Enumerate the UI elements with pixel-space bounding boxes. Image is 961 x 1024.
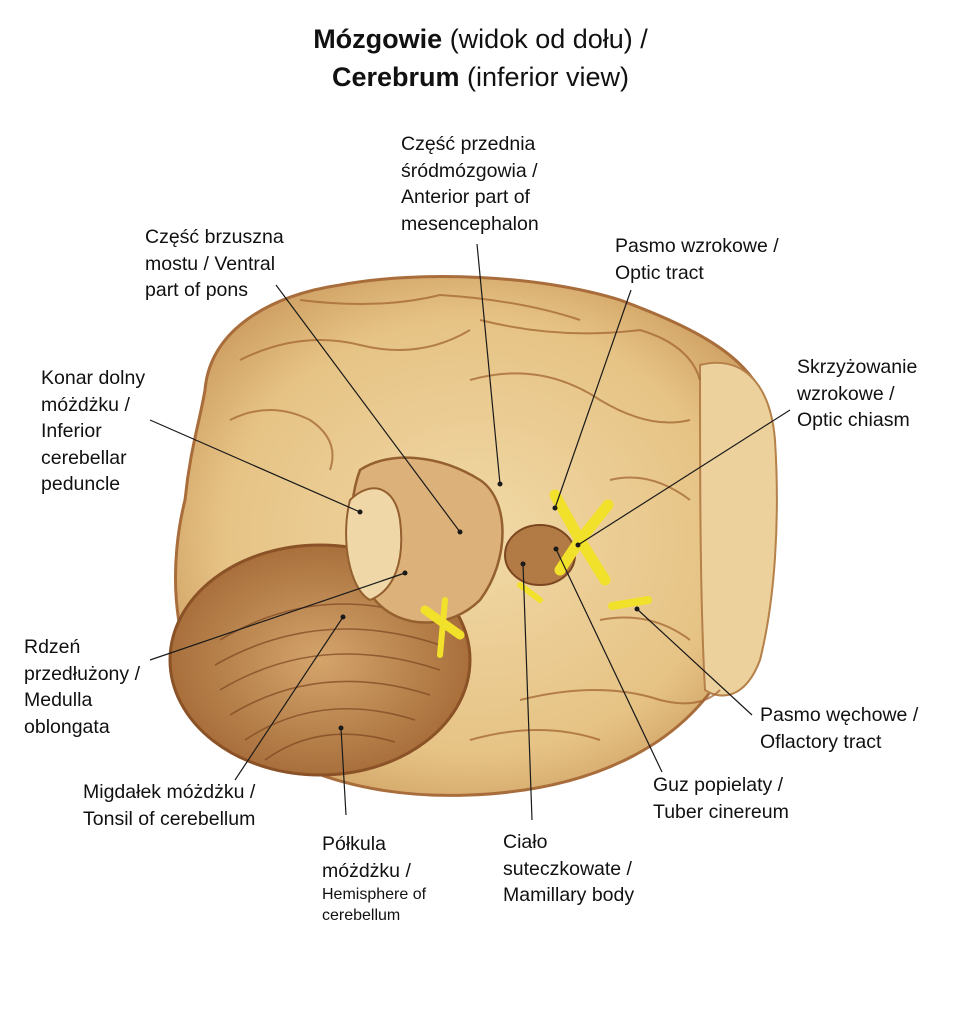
label-medulla-oblongata: Rdzeń przedłużony / Medulla oblongata	[24, 634, 140, 740]
label-line: part of pons	[145, 279, 248, 301]
label-line: Mamillary body	[503, 884, 635, 906]
label-line: Inferior	[41, 420, 102, 442]
label-line: Migdałek móżdżku /	[83, 781, 256, 803]
medulla	[345, 487, 403, 602]
label-line: Tonsil of cerebellum	[83, 807, 256, 830]
frontal-lobe	[698, 361, 778, 697]
label-line: Konar dolny	[41, 367, 146, 389]
label-line: móżdżku /	[41, 393, 130, 416]
label-line: Skrzyżowanie	[797, 356, 918, 378]
label-tonsil-cerebellum: Migdałek móżdżku / Tonsil of cerebellum	[83, 779, 255, 832]
title-line-1: Mózgowie (widok od dołu) /	[0, 20, 961, 58]
label-ventral-pons: Część brzuszna mostu / Ventral part of p…	[145, 224, 284, 304]
label-line: suteczkowate /	[503, 857, 632, 880]
label-line: Optic chiasm	[797, 409, 910, 431]
label-line: Ciało	[503, 831, 548, 853]
leader-lines	[149, 243, 791, 821]
label-line: Guz popielaty /	[653, 774, 784, 796]
label-line: Półkula	[322, 833, 386, 855]
label-line: Optic tract	[615, 261, 704, 284]
label-hemisphere-cerebellum: Półkula móżdżku / Hemisphere of cerebell…	[322, 831, 426, 926]
label-inferior-cerebellar-peduncle: Konar dolny móżdżku / Inferior cerebella…	[41, 365, 145, 498]
label-line: cerebellum	[322, 907, 401, 924]
leader-dots	[338, 481, 640, 731]
label-line: Anterior part of	[401, 186, 530, 208]
title-rest-2: (inferior view)	[459, 62, 630, 92]
label-line: mostu / Ventral	[145, 252, 276, 275]
label-line: oblongata	[24, 715, 110, 738]
label-line: cerebellar	[41, 446, 127, 469]
label-line: peduncle	[41, 473, 121, 495]
title-bold-2: Cerebrum	[331, 62, 460, 92]
label-line: Pasmo węchowe /	[760, 704, 919, 726]
label-optic-tract: Pasmo wzrokowe / Optic tract	[615, 233, 779, 286]
cranial-nerve	[437, 597, 448, 658]
label-line: Część przednia	[401, 133, 536, 155]
label-line: Rdzeń	[24, 636, 81, 658]
label-line: mesencephalon	[401, 212, 539, 235]
label-line: przedłużony /	[24, 662, 140, 685]
label-line: śródmózgowia /	[401, 159, 538, 182]
label-line: Pasmo wzrokowe /	[615, 235, 779, 257]
label-tuber-cinereum: Guz popielaty / Tuber cinereum	[653, 772, 789, 825]
title-bold-1: Mózgowie	[313, 24, 443, 54]
label-line: Hemisphere of	[322, 886, 427, 903]
olfactory-tract	[608, 596, 652, 610]
label-line: wzrokowe /	[797, 382, 895, 405]
label-optic-chiasm: Skrzyżowanie wzrokowe / Optic chiasm	[797, 354, 917, 434]
label-mamillary-body: Ciało suteczkowate / Mamillary body	[503, 829, 634, 909]
label-line: Tuber cinereum	[653, 800, 789, 823]
label-line: Oflactory tract	[760, 730, 882, 753]
label-anterior-mesencephalon: Część przednia śródmózgowia / Anterior p…	[401, 131, 539, 237]
label-line: Medulla	[24, 689, 93, 711]
label-line: Część brzuszna	[145, 226, 284, 248]
label-olfactory-tract: Pasmo węchowe / Oflactory tract	[760, 702, 918, 755]
title-rest-1: (widok od dołu) /	[442, 24, 648, 54]
title-line-2: Cerebrum (inferior view)	[0, 58, 961, 96]
label-line: móżdżku /	[322, 859, 411, 882]
